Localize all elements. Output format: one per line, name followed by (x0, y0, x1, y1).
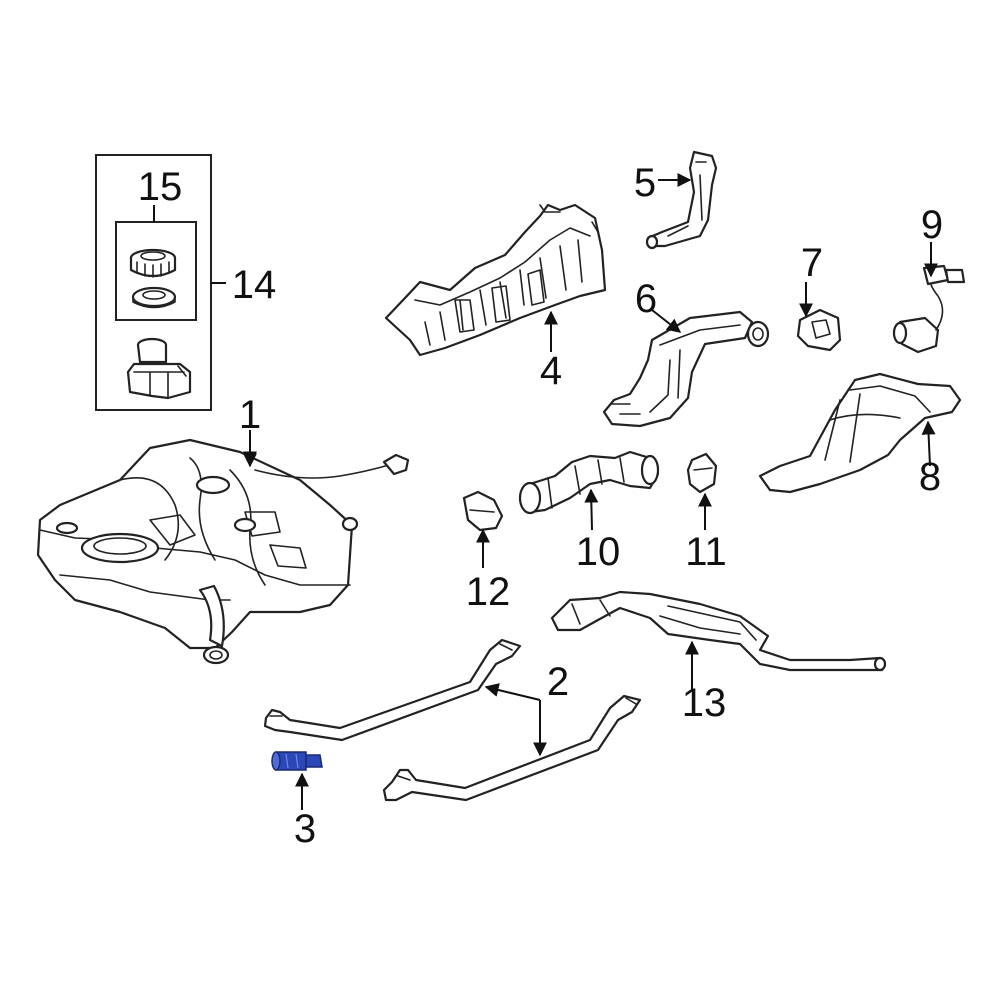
sensor-with-harness-part (892, 264, 966, 354)
hose-clamp-part-12 (462, 490, 504, 532)
callout-3: 3 (294, 807, 316, 851)
callout-14: 14 (232, 263, 277, 307)
grommet-part (796, 308, 842, 352)
fuel-pump-kit-box (95, 154, 226, 411)
leader-lines (243, 173, 938, 810)
fuel-pump-module-part (126, 337, 192, 400)
tank-strap-lower-part (382, 694, 642, 802)
callout-9: 9 (921, 203, 943, 247)
callout-11: 11 (685, 530, 727, 574)
hose-part (518, 450, 660, 515)
callout-8: 8 (919, 455, 941, 499)
callout-1: 1 (239, 393, 261, 437)
gasket-ring-part (131, 286, 177, 309)
callout-13: 13 (682, 681, 727, 725)
callout-labels: 1 2 3 4 5 6 7 8 9 10 11 12 13 14 15 (138, 161, 943, 851)
fuel-tank-part (36, 438, 410, 665)
fuel-cap-ring-part (129, 248, 177, 278)
strap-bolt-part-highlighted (271, 751, 323, 771)
tank-strap-upper-part (263, 638, 522, 742)
callout-12: 12 (466, 570, 511, 614)
callout-7: 7 (801, 241, 823, 285)
heat-shield-part (384, 203, 607, 357)
callout-2: 2 (547, 660, 569, 704)
callout-15: 15 (138, 165, 183, 209)
hose-clamp-part-11 (686, 452, 718, 494)
callout-5: 5 (634, 161, 656, 205)
callout-10: 10 (576, 530, 621, 574)
guard-shield-part (758, 372, 962, 494)
bracket-part-5 (645, 150, 718, 250)
vent-pipe-part (550, 590, 887, 672)
filler-pipe-bracket-part (602, 310, 770, 428)
callout-4: 4 (540, 349, 562, 393)
callout-6: 6 (635, 277, 657, 321)
